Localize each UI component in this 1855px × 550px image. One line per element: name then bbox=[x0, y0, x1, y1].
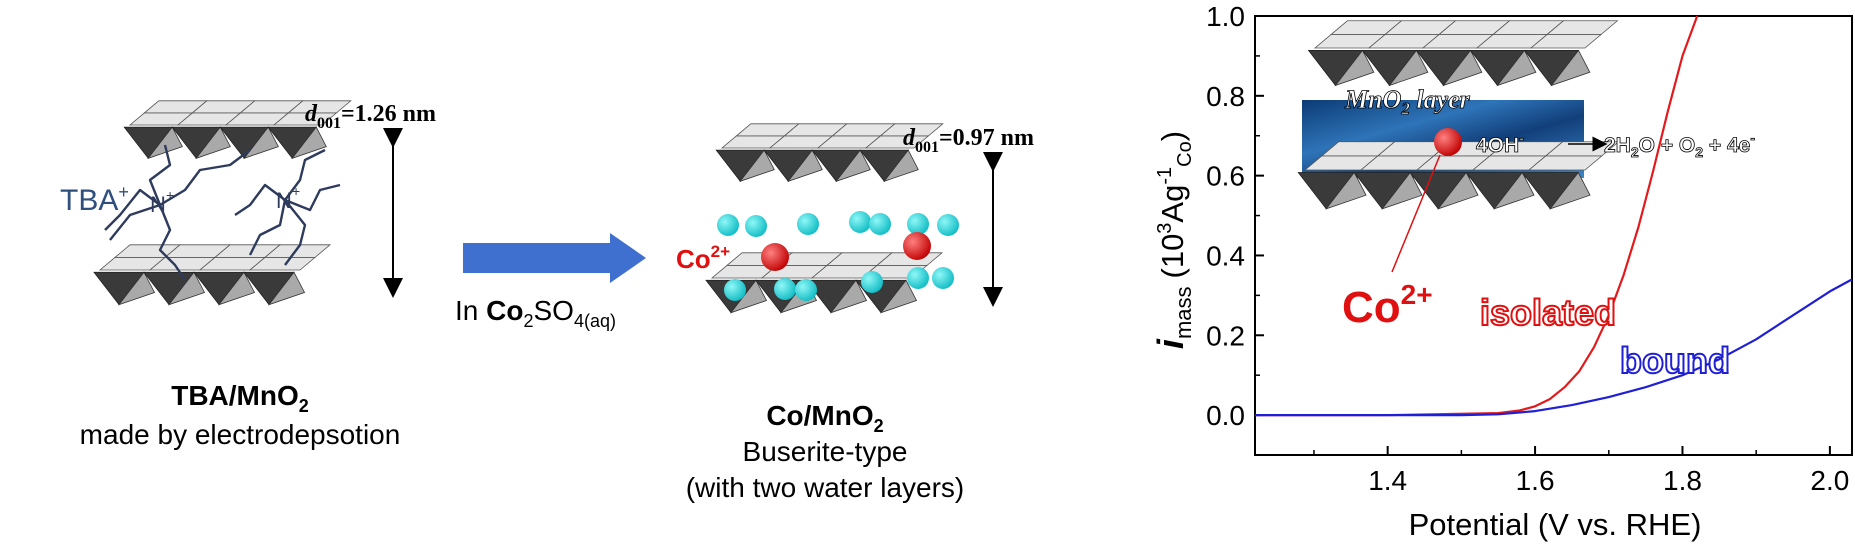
arrow-text: In Co2SO4(aq) bbox=[455, 295, 616, 331]
series-line-isolated bbox=[1255, 15, 1699, 417]
lsv-chart: 1.4 1.6 1.8 2.0 0.0 0.2 0.4 0.6 0.8 1.0 MnO2 lay… bbox=[1150, 1, 1853, 542]
bound-label: bound bbox=[1620, 340, 1730, 381]
isolated-label: isolated bbox=[1480, 292, 1616, 333]
co-annotation: Co2+ bbox=[1342, 279, 1433, 332]
inset-bottom-layer bbox=[1297, 141, 1620, 210]
inset-top-layer bbox=[1307, 20, 1619, 87]
x-tick-label: 1.4 bbox=[1368, 465, 1407, 496]
top-mno2-layer bbox=[123, 100, 352, 160]
x-tick-label: 2.0 bbox=[1810, 465, 1849, 496]
water-molecules bbox=[717, 211, 959, 301]
octahedron-side bbox=[117, 271, 156, 306]
octahedron-side bbox=[243, 126, 279, 160]
octahedron-side bbox=[1493, 171, 1535, 210]
y-axis-ticks: 0.0 0.2 0.4 0.6 0.8 1.0 bbox=[1206, 1, 1264, 431]
water-molecule bbox=[717, 214, 739, 236]
octahedron-side bbox=[1325, 171, 1367, 210]
octahedron-side bbox=[1549, 171, 1591, 210]
co-mno2-structure bbox=[705, 123, 1003, 314]
ammonium-charge-2: + bbox=[292, 183, 300, 199]
bottom-mno2-layer bbox=[93, 244, 332, 306]
octahedron-side bbox=[1550, 49, 1591, 87]
octahedron-side bbox=[829, 279, 868, 314]
water-molecule bbox=[869, 213, 891, 235]
octahedron-side bbox=[217, 271, 256, 306]
octahedron-side bbox=[1442, 49, 1483, 87]
water-molecule bbox=[774, 278, 796, 300]
cobalt-ion-2 bbox=[903, 232, 931, 260]
inset-title: MnO2 layer bbox=[1344, 85, 1471, 118]
d001-tba-label: d001=1.26 nm bbox=[305, 101, 436, 132]
x-axis-title: Potential (V vs. RHE) bbox=[1409, 507, 1702, 542]
y-tick-label: 0.4 bbox=[1206, 240, 1245, 271]
water-molecule bbox=[907, 213, 929, 235]
y-tick-label: 0.8 bbox=[1206, 81, 1245, 112]
x-tick-label: 1.8 bbox=[1663, 465, 1702, 496]
co-caption-title: Co/MnO2 bbox=[766, 400, 883, 436]
co-caption-line2: Buserite-type bbox=[743, 436, 908, 467]
inset-cobalt-ion bbox=[1434, 128, 1462, 156]
reaction-products: 2H2O + O2 + 4e- bbox=[1604, 130, 1755, 160]
octahedron-side bbox=[1496, 49, 1537, 87]
reaction-equation: 4OH- bbox=[1476, 130, 1524, 157]
octahedron-side bbox=[147, 126, 183, 160]
ammonium-n-2: N bbox=[276, 188, 292, 213]
d001-co-label: d001=0.97 nm bbox=[903, 125, 1034, 156]
octahedron-side bbox=[195, 126, 231, 160]
tba-label: TBA+ bbox=[60, 182, 129, 217]
octahedron-side bbox=[835, 149, 871, 183]
ammonium-charge-1: + bbox=[166, 187, 174, 203]
y-tick-label: 0.0 bbox=[1206, 400, 1245, 431]
water-molecule bbox=[797, 213, 819, 235]
y-tick-label: 1.0 bbox=[1206, 1, 1245, 32]
octahedron-side bbox=[883, 149, 919, 183]
tba-chains bbox=[104, 144, 341, 281]
water-molecule bbox=[861, 271, 883, 293]
octahedron-side bbox=[167, 271, 206, 306]
water-molecule bbox=[932, 267, 954, 289]
co-caption-line3: (with two water layers) bbox=[686, 472, 965, 503]
y-tick-label: 0.6 bbox=[1206, 161, 1245, 192]
data-series bbox=[1255, 15, 1853, 417]
tba-caption-line2: made by electrodepsotion bbox=[80, 419, 401, 450]
tba-mno2-structure: N + N + bbox=[93, 100, 403, 306]
cobalt-ion-1 bbox=[761, 243, 789, 271]
plot-frame bbox=[1254, 15, 1853, 456]
octahedron-face bbox=[879, 123, 944, 137]
octahedron-side bbox=[267, 271, 306, 306]
water-molecule bbox=[907, 267, 929, 289]
top-mno2-layer-co bbox=[715, 123, 944, 183]
water-molecule bbox=[937, 214, 959, 236]
y-axis-title: imass(103Ag-1Co) bbox=[1150, 131, 1196, 349]
water-molecule bbox=[849, 211, 871, 233]
series-line-bound bbox=[1255, 278, 1853, 417]
reaction-arrow bbox=[463, 233, 646, 283]
water-molecule bbox=[724, 279, 746, 301]
x-tick-label: 1.6 bbox=[1516, 465, 1555, 496]
inset-mno2-illustration: MnO2 layer 4OH- 2H2O + O2 + 4e- bbox=[1297, 20, 1756, 273]
octahedron-face bbox=[287, 100, 352, 114]
octahedron-side bbox=[787, 149, 823, 183]
co-ion-label: Co2+ bbox=[676, 242, 730, 274]
y-tick-label: 0.2 bbox=[1206, 320, 1245, 351]
octahedron-side bbox=[739, 149, 775, 183]
water-molecule bbox=[745, 215, 767, 237]
co-pointer-line bbox=[1391, 154, 1441, 273]
octahedron-side bbox=[1388, 49, 1429, 87]
x-axis-ticks: 1.4 1.6 1.8 2.0 bbox=[1313, 446, 1849, 496]
octahedron-side bbox=[1381, 171, 1423, 210]
octahedron-side bbox=[1437, 171, 1479, 210]
octahedron-side bbox=[291, 126, 327, 160]
octahedron-face bbox=[1546, 20, 1619, 35]
ammonium-n-1: N bbox=[150, 192, 166, 217]
octahedron-face bbox=[263, 244, 332, 258]
octahedron-side bbox=[879, 279, 918, 314]
tba-caption-title: TBA/MnO2 bbox=[171, 380, 309, 416]
water-molecule bbox=[795, 279, 817, 301]
octahedron-side bbox=[1334, 49, 1375, 87]
